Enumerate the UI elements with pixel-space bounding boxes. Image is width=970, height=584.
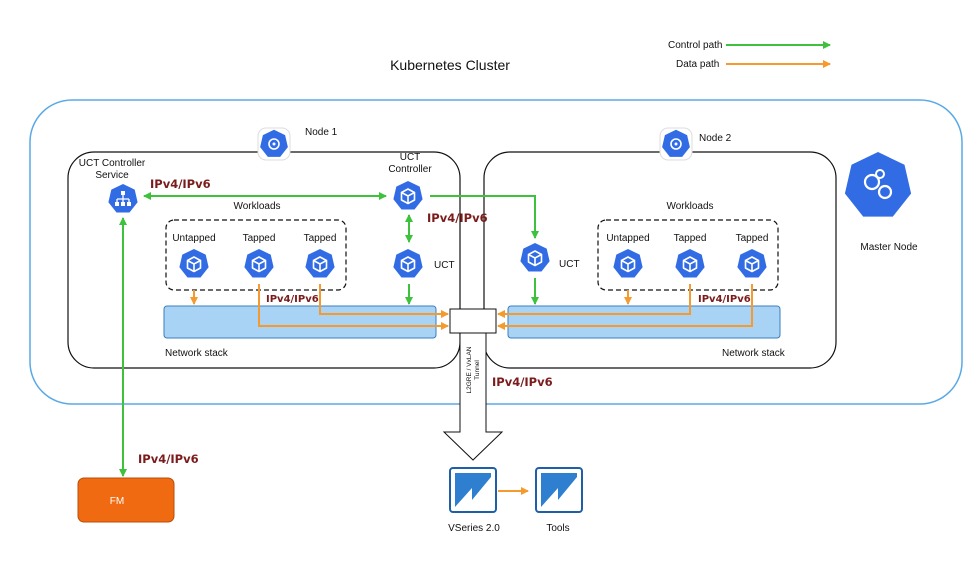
node1-uct-icon [393, 249, 423, 278]
node2-workloads-box [597, 219, 779, 291]
fm-box [77, 477, 175, 523]
node1-network-stack-label: Network stack [165, 348, 229, 359]
node1-pod1-label: Untapped [172, 233, 215, 244]
ipv-label-tunnel: IPv4/IPv6 [492, 375, 553, 389]
node1-icon [257, 127, 291, 161]
ipv-label-node2-tapped: IPv4/IPv6 [698, 294, 751, 305]
node2-uct-icon [520, 243, 550, 272]
node2-pod1-label: Untapped [606, 233, 649, 244]
node2-untapped-pod-icon [613, 249, 643, 278]
node2-workloads-label: Workloads [666, 201, 713, 212]
node2-pod3-label: Tapped [736, 233, 769, 244]
node1-tapped-pod-icon [305, 249, 335, 278]
uct-controller-label-line1: UCT [400, 152, 421, 163]
master-node-icon [840, 148, 916, 224]
vseries-icon [449, 467, 497, 513]
node2-pod2-label: Tapped [674, 233, 707, 244]
node2-tapped-pod-icon [737, 249, 767, 278]
tunnel-label: L2GRE / VxLAN Tunnel [466, 346, 481, 393]
svg-text:L2GRE / VxLAN: L2GRE / VxLAN [466, 346, 473, 393]
svg-text:Tunnel: Tunnel [474, 360, 481, 380]
master-node-label: Master Node [860, 242, 918, 253]
data-path-node2-tapped2 [497, 284, 753, 330]
legend-control-label: Control path [668, 40, 722, 51]
tools-icon [535, 467, 583, 513]
node1-workloads-box [165, 219, 347, 291]
control-path-controller-uct2 [430, 195, 539, 239]
node2-uct-label: UCT [559, 259, 580, 270]
ipv-label-fm: IPv4/IPv6 [138, 452, 199, 466]
kubernetes-cluster-boundary [29, 99, 963, 405]
fm-label: FM [110, 496, 124, 507]
node2-label: Node 2 [699, 133, 732, 144]
tunnel-arrow [442, 332, 504, 461]
node1-tapped-pod-icon [244, 249, 274, 278]
node1-workloads-label: Workloads [233, 201, 280, 212]
ipv-label-controller-node2: IPv4/IPv6 [427, 211, 488, 225]
node1-pod3-label: Tapped [304, 233, 337, 244]
uct-controller-icon [393, 181, 423, 210]
legend: Control path Data path [668, 40, 831, 70]
uct-controller-service-label-line1: UCT Controller [79, 158, 146, 169]
node2-icon [659, 127, 693, 161]
diagram-title: Kubernetes Cluster [390, 57, 510, 73]
node1-network-stack [163, 305, 437, 339]
tools-label: Tools [546, 523, 569, 534]
uct-controller-service-icon [108, 184, 138, 213]
node2-tapped-pod-icon [675, 249, 705, 278]
data-path-node2-tapped1 [497, 284, 691, 318]
legend-data-label: Data path [676, 59, 719, 70]
node1-label: Node 1 [305, 127, 338, 138]
vseries-label: VSeries 2.0 [448, 523, 500, 534]
tunnel-endpoint-box [449, 308, 497, 334]
ipv-label-controller-service: IPv4/IPv6 [150, 177, 211, 191]
data-path-node1-tapped2 [319, 284, 449, 318]
node2-network-stack-label: Network stack [722, 348, 786, 359]
ipv-label-node1-tapped: IPv4/IPv6 [266, 294, 319, 305]
uct-controller-label-line2: Controller [388, 164, 432, 175]
data-path-node1-tapped1 [258, 284, 449, 330]
node1-uct-label: UCT [434, 260, 455, 271]
node1-pod2-label: Tapped [243, 233, 276, 244]
node2-network-stack [507, 305, 781, 339]
node1-untapped-pod-icon [179, 249, 209, 278]
uct-controller-service-label-line2: Service [95, 170, 129, 181]
